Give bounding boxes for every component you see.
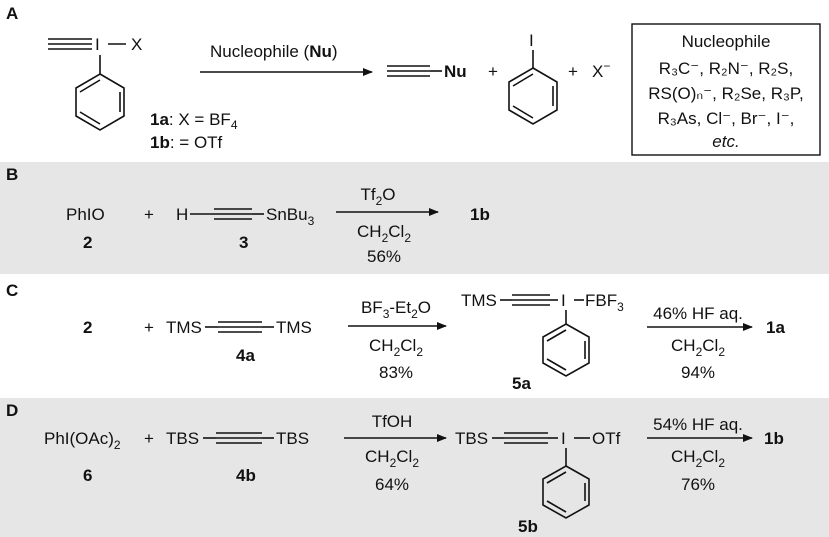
- phio: PhIO: [66, 205, 105, 224]
- panel-a-x-label: X: [131, 35, 142, 54]
- compound-5b-label: 5b: [518, 517, 538, 536]
- panel-b-h: H: [176, 205, 188, 224]
- inter-5b-tbs: TBS: [455, 429, 488, 448]
- inter-5a-alkyne: [500, 294, 558, 306]
- panel-d-reagent-2: 54% HF aq.: [653, 415, 743, 434]
- panel-c-letter: C: [6, 281, 18, 300]
- panel-c-compound-2: 2: [83, 318, 92, 337]
- compound-5a-label: 5a: [512, 374, 531, 393]
- panel-c-plus: +: [144, 318, 154, 337]
- iodobenzene-ring: [508, 67, 558, 125]
- product-x-anion: X−: [592, 59, 610, 81]
- panel-c: C 2 + TMS TMS 4a BF3-Et2O CH2Cl2 83% TMS: [6, 281, 785, 393]
- inter-5b-benzene: [542, 465, 590, 519]
- inter-5b-otf: OTf: [592, 429, 621, 448]
- nucleophile-line-4: etc.: [712, 132, 739, 151]
- panel-c-yield-1: 83%: [379, 363, 413, 382]
- panel-d-plus: +: [144, 429, 154, 448]
- panel-c-product: 1a: [766, 318, 785, 337]
- panel-c-yield-2: 94%: [681, 363, 715, 382]
- panel-a-letter: A: [6, 4, 18, 23]
- panel-b-plus: +: [144, 205, 154, 224]
- snbu3: SnBu3: [266, 205, 315, 228]
- product-iodine: I: [529, 31, 534, 50]
- inter-5b-alkyne: [492, 432, 558, 444]
- panel-d-yield-1: 64%: [375, 475, 409, 494]
- panel-b-solvent: CH2Cl2: [357, 222, 411, 245]
- panel-b-letter: B: [6, 165, 18, 184]
- nucleophile-line-2: RS(O)ₙ⁻, R₂Se, R₃P,: [648, 84, 804, 103]
- inter-5b-iodine: I: [561, 429, 566, 448]
- label-1a: 1a: X = BF4: [150, 110, 238, 132]
- panel-c-alkyne: [205, 321, 274, 333]
- tbs-left: TBS: [166, 429, 199, 448]
- compound-4a-label: 4a: [236, 346, 255, 365]
- panel-b-reagent: Tf2O: [360, 185, 395, 208]
- panel-d-background: [0, 398, 829, 537]
- product-nu: Nu: [444, 62, 467, 81]
- panel-d-solvent-2: CH2Cl2: [671, 447, 725, 470]
- panel-a: A I X 1a: X = BF4 1b: = OTf Nucleophile …: [6, 4, 821, 156]
- nucleophile-line-1: R₃C⁻, R₂N⁻, R₂S,: [659, 59, 793, 78]
- panel-c-reagent: BF3-Et2O: [361, 298, 431, 321]
- tms-right: TMS: [276, 318, 312, 337]
- panel-b-yield: 56%: [367, 247, 401, 266]
- tbs-right: TBS: [276, 429, 309, 448]
- panel-a-iodine: I: [95, 35, 100, 54]
- nucleophile-line-3: R₃As, Cl⁻, Br⁻, I⁻,: [658, 109, 795, 128]
- panel-d: D PhI(OAc)2 6 + TBS TBS 4b TfOH CH2Cl2 6…: [6, 401, 784, 536]
- panel-c-solvent-2: CH2Cl2: [671, 336, 725, 359]
- panel-d-product: 1b: [764, 429, 784, 448]
- panel-d-letter: D: [6, 401, 18, 420]
- panel-a-alkyne: [48, 38, 92, 50]
- panel-c-solvent: CH2Cl2: [369, 336, 423, 359]
- inter-5a-fbf3: FBF3: [585, 291, 624, 314]
- panel-a-plus-2: +: [568, 62, 578, 81]
- nucleophile-box: [631, 23, 821, 156]
- panel-a-arrow-label: Nucleophile (Nu): [210, 42, 338, 61]
- label-1b: 1b: = OTf: [150, 133, 223, 152]
- panel-a-product-alkyne: [387, 65, 442, 77]
- inter-5a-benzene: [542, 323, 590, 377]
- tms-left: TMS: [166, 318, 202, 337]
- inter-5a-tms: TMS: [461, 291, 497, 310]
- panel-a-plus-1: +: [488, 62, 498, 81]
- panel-d-solvent: CH2Cl2: [365, 447, 419, 470]
- panel-a-benzene-ring: [75, 73, 125, 131]
- panel-b-product: 1b: [470, 205, 490, 224]
- phi-oac2: PhI(OAc)2: [44, 429, 121, 452]
- panel-b: B PhIO 2 + H SnBu3 3 Tf2O CH2Cl2 56% 1b: [6, 165, 490, 266]
- panel-d-reagent: TfOH: [372, 412, 413, 431]
- compound-2-label: 2: [83, 233, 92, 252]
- compound-6-label: 6: [83, 466, 92, 485]
- nucleophile-box-title: Nucleophile: [682, 32, 771, 51]
- panel-b-alkyne: [190, 208, 264, 220]
- compound-4b-label: 4b: [236, 466, 256, 485]
- panel-d-yield-2: 76%: [681, 475, 715, 494]
- compound-3-label: 3: [239, 233, 248, 252]
- inter-5a-iodine: I: [561, 291, 566, 310]
- panel-b-background: [0, 162, 829, 274]
- panel-c-reagent-2: 46% HF aq.: [653, 304, 743, 323]
- panel-d-alkyne: [203, 432, 274, 444]
